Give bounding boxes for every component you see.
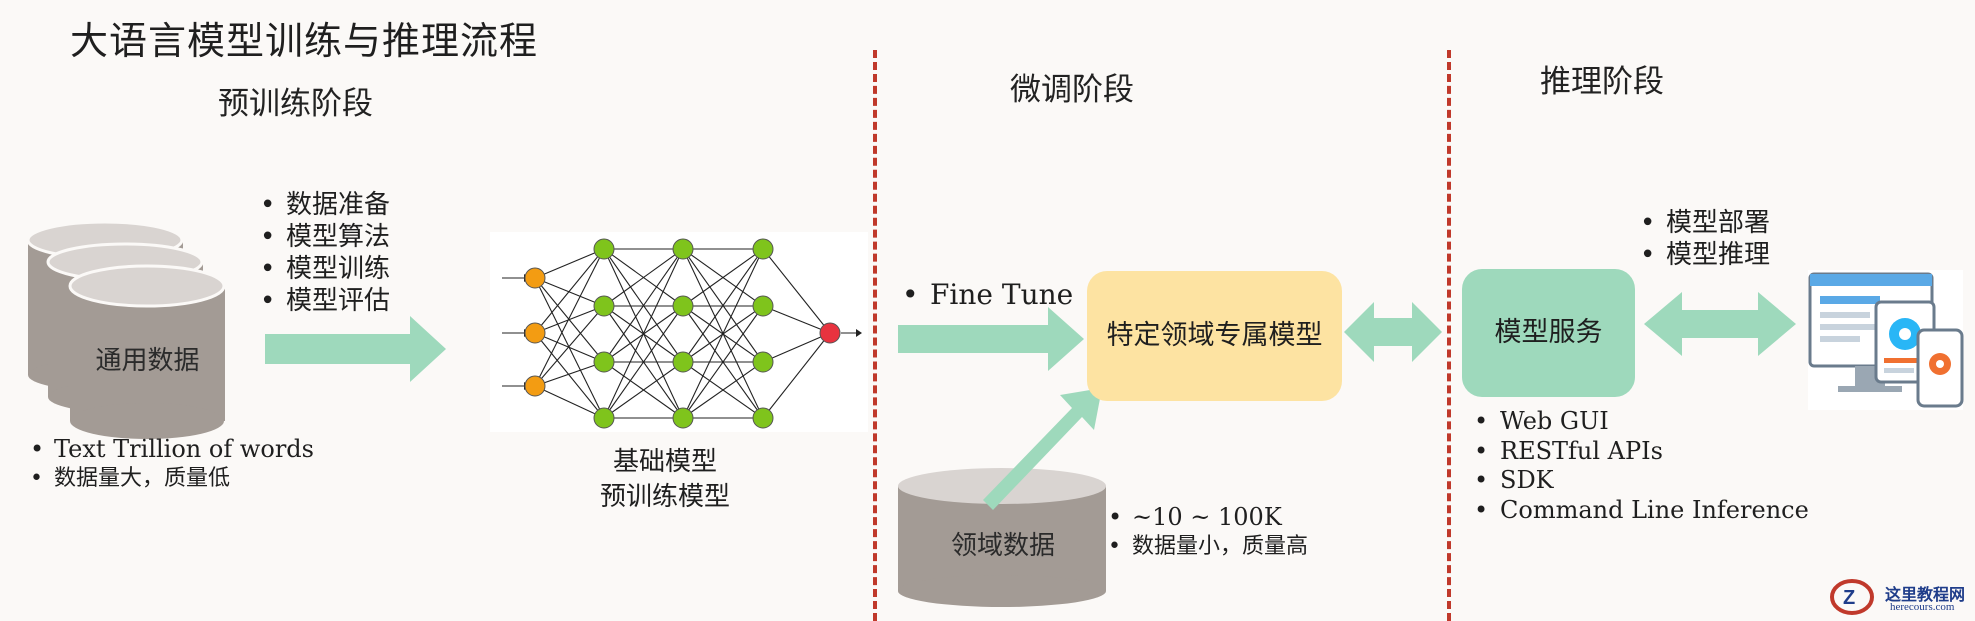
stage-finetune-heading: 微调阶段 bbox=[1010, 72, 1134, 108]
stage-pretrain-heading: 预训练阶段 bbox=[218, 86, 373, 122]
domain-data-arrow-icon bbox=[983, 388, 1102, 510]
interfaces-list: Web GUI RESTful APIs SDK Command Line In… bbox=[1474, 407, 1809, 525]
domain-data-label: 领域数据 bbox=[950, 531, 1055, 561]
deploy-steps-list: 模型部署 模型推理 bbox=[1640, 208, 1770, 272]
interface-item: Web GUI bbox=[1474, 407, 1809, 437]
stage-inference-heading: 推理阶段 bbox=[1540, 64, 1664, 100]
domain-data-notes: ~10 ~ 100K 数据量小，质量高 bbox=[1108, 503, 1308, 560]
domain-model-label: 特定领域专属模型 bbox=[1106, 319, 1323, 351]
general-data-cylinder-icon bbox=[26, 220, 226, 439]
stage-divider-2 bbox=[1447, 50, 1451, 621]
general-data-note: 数据量大，质量低 bbox=[30, 465, 314, 492]
stage-divider-1 bbox=[873, 50, 877, 621]
domain-data-cylinder-icon bbox=[898, 468, 1106, 607]
devices-icon bbox=[1808, 270, 1964, 410]
finetune-method: Fine Tune bbox=[902, 278, 1073, 313]
domain-data-note: 数据量小，质量高 bbox=[1108, 533, 1308, 560]
model-service-label: 模型服务 bbox=[1494, 316, 1603, 348]
pretrain-step: 模型训练 bbox=[260, 254, 390, 286]
pretrained-model-label: 预训练模型 bbox=[599, 482, 730, 513]
diagram-title: 大语言模型训练与推理流程 bbox=[70, 19, 539, 63]
base-model-label: 基础模型 bbox=[612, 447, 717, 477]
general-data-label: 通用数据 bbox=[95, 346, 200, 376]
deploy-step: 模型部署 bbox=[1640, 208, 1770, 240]
interface-item: SDK bbox=[1474, 466, 1809, 496]
domain-data-note: ~10 ~ 100K bbox=[1108, 503, 1308, 533]
interface-item: RESTful APIs bbox=[1474, 437, 1809, 467]
bidirectional-arrow-2-icon bbox=[1644, 292, 1796, 356]
interface-item: Command Line Inference bbox=[1474, 496, 1809, 526]
domain-model-box: 特定领域专属模型 bbox=[1087, 271, 1342, 401]
pretrain-steps-list: 数据准备 模型算法 模型训练 模型评估 bbox=[260, 190, 390, 318]
finetune-method-list: Fine Tune bbox=[902, 278, 1073, 313]
general-data-note: Text Trillion of words bbox=[30, 435, 314, 465]
model-service-box: 模型服务 bbox=[1462, 269, 1635, 397]
neural-network-icon bbox=[490, 232, 868, 432]
site-logo-url: herecours.com bbox=[1890, 601, 1955, 613]
finetune-arrow-icon bbox=[898, 307, 1084, 371]
site-logo-name: 这里教程网 bbox=[1885, 585, 1966, 604]
general-data-notes: Text Trillion of words 数据量大，质量低 bbox=[30, 435, 314, 492]
pretrain-arrow-icon bbox=[265, 316, 446, 382]
svg-text:Z: Z bbox=[1843, 587, 1855, 609]
bidirectional-arrow-1-icon bbox=[1344, 302, 1442, 362]
deploy-step: 模型推理 bbox=[1640, 240, 1770, 272]
pretrain-step: 模型评估 bbox=[260, 286, 390, 318]
site-logo-icon: Z bbox=[1830, 579, 1874, 615]
base-model-caption: 基础模型 预训练模型 bbox=[560, 445, 770, 515]
pretrain-step: 数据准备 bbox=[260, 190, 390, 222]
pretrain-step: 模型算法 bbox=[260, 222, 390, 254]
